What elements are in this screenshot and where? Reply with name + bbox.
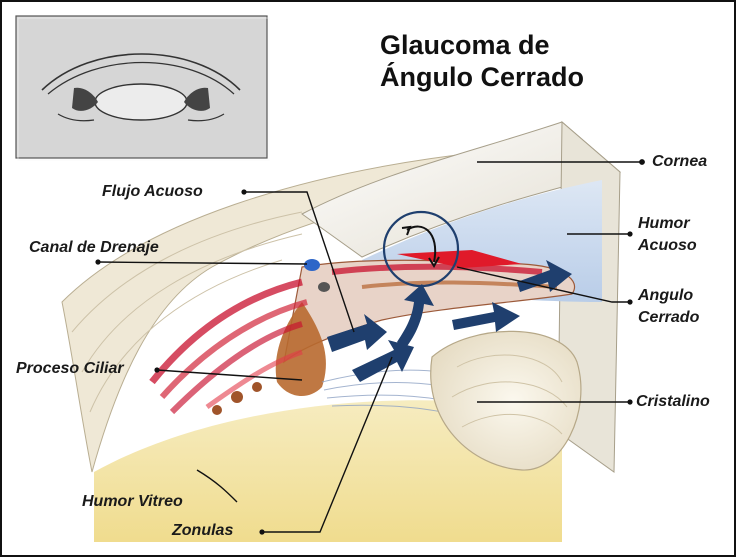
- label-cristalino: Cristalino: [636, 392, 710, 411]
- label-flujo-acuoso: Flujo Acuoso: [102, 182, 203, 201]
- diagram-title-line-1: Glaucoma de: [380, 30, 550, 62]
- label-angulo-cerrado-line-1: Angulo: [638, 286, 693, 305]
- label-humor-acuoso-line-2: Acuoso: [638, 236, 697, 255]
- trabecular-mesh: [318, 282, 330, 292]
- label-humor-vitreo: Humor Vitreo: [82, 492, 183, 511]
- label-angulo-cerrado-line-2: Cerrado: [638, 308, 699, 327]
- label-zonulas: Zonulas: [172, 521, 233, 540]
- diagram-title-line-2: Ángulo Cerrado: [380, 62, 584, 94]
- inset-thumbnail: [16, 16, 269, 160]
- label-humor-acuoso-line-1: Humor: [638, 214, 690, 233]
- label-proceso-ciliar: Proceso Ciliar: [16, 359, 124, 378]
- label-canal-drenaje: Canal de Drenaje: [29, 238, 159, 257]
- label-cornea: Cornea: [652, 152, 707, 171]
- drainage-canal: [304, 259, 320, 271]
